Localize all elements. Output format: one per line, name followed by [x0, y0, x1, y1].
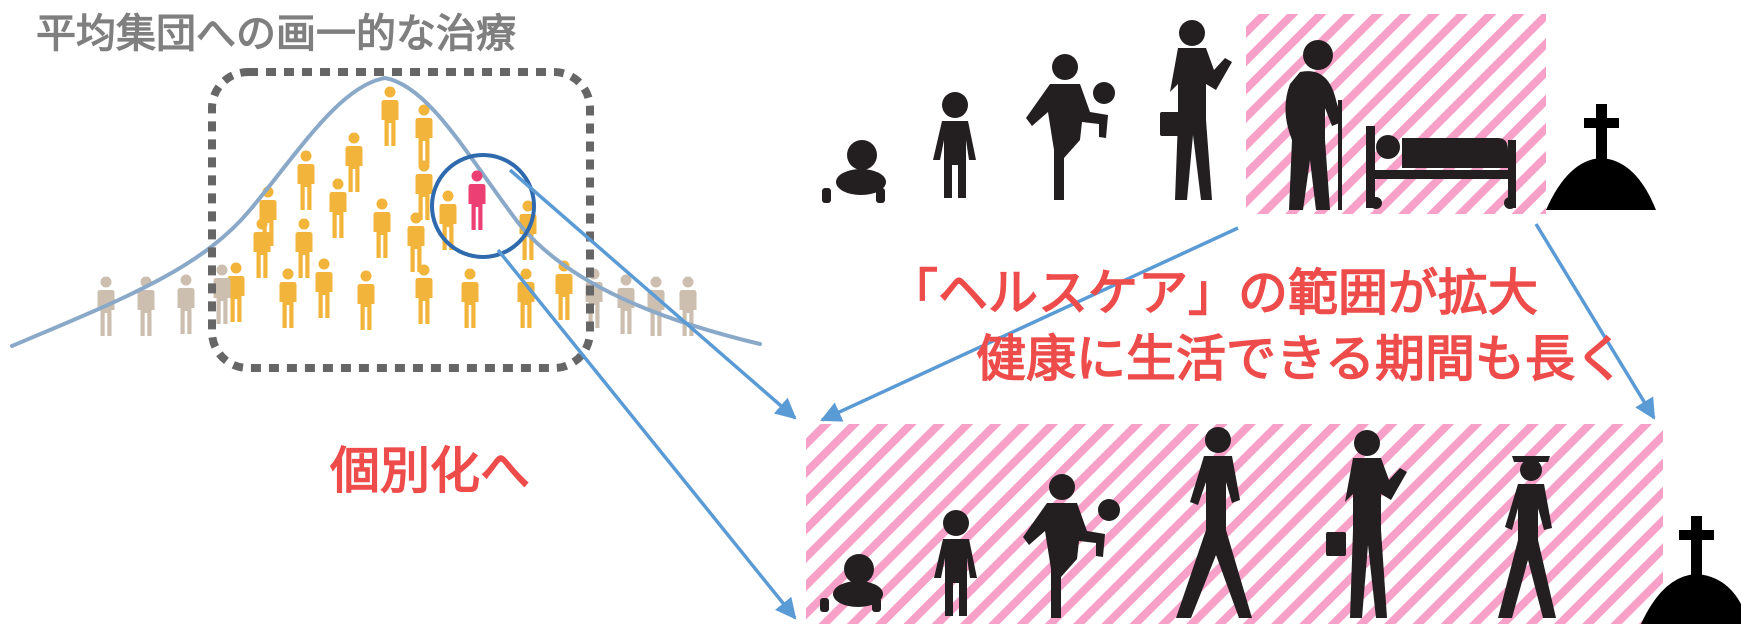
- distribution-curve: [10, 75, 762, 348]
- child-soccer-icon-2: [1023, 474, 1120, 618]
- baby-crawling-icon-2: [820, 554, 883, 612]
- person-icon: [295, 218, 313, 278]
- arrow-top-left-to-band: [820, 226, 1239, 422]
- grave-cross-icon: [1546, 104, 1656, 210]
- arrow-individual-to-top: [508, 168, 797, 420]
- average-population-frame: [208, 68, 594, 372]
- person-icon: [415, 104, 433, 164]
- person-icon: [381, 86, 399, 146]
- person-icon: [213, 264, 231, 324]
- toddler-icon: [933, 92, 976, 198]
- adult-phone-icon-2: [1326, 430, 1407, 618]
- person-icon: [407, 212, 425, 272]
- healthy-lifespan-caption: 健康に生活できる期間も長く: [976, 330, 1625, 388]
- adult-walking-icon: [1176, 427, 1252, 618]
- highlighted-person-icon: [468, 170, 486, 230]
- toddler-icon-2: [934, 510, 977, 616]
- healthcare-expansion-caption: 「ヘルスケア」の範囲が拡大: [888, 264, 1538, 322]
- person-icon: [279, 268, 297, 328]
- individualization-label: 個別化へ: [330, 442, 530, 500]
- person-icon: [297, 150, 315, 210]
- population-crowd: [97, 86, 697, 336]
- arrows: [496, 168, 1656, 620]
- person-icon: [357, 270, 375, 330]
- diagram-title: 平均集団への画一的な治療: [36, 11, 516, 57]
- child-soccer-icon: [1026, 54, 1115, 200]
- adult-phone-icon: [1160, 20, 1232, 200]
- person-icon: [415, 160, 433, 220]
- grave-cross-icon-2: [1641, 516, 1741, 624]
- person-icon: [329, 178, 347, 238]
- arrow-individual-to-bottom: [496, 248, 797, 620]
- person-icon: [253, 218, 271, 278]
- elderly-cane-icon: [1285, 40, 1342, 210]
- elderly-walking-icon: [1498, 456, 1556, 618]
- individual-focus-circle: [430, 153, 536, 259]
- person-icon: [415, 264, 433, 324]
- person-icon: [177, 274, 195, 334]
- sickbed-icon: [1366, 126, 1516, 209]
- person-icon: [345, 132, 363, 192]
- person-icon: [647, 276, 665, 336]
- person-icon: [461, 268, 479, 328]
- arrow-top-right-to-band: [1534, 223, 1656, 420]
- baby-crawling-icon: [822, 140, 886, 203]
- person-icon: [373, 198, 391, 258]
- person-icon: [315, 258, 333, 318]
